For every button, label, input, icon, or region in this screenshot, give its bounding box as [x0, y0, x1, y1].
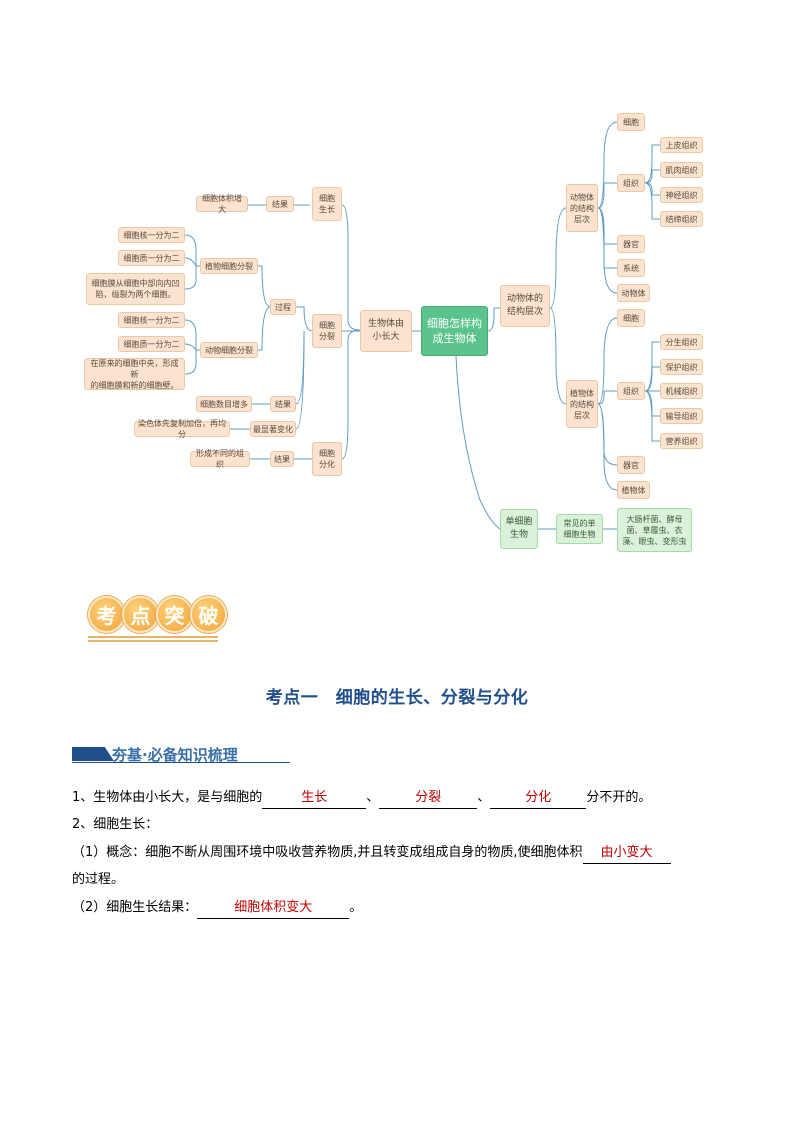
p1-prefix: 1、生物体由小长大，是与细胞的	[72, 790, 263, 805]
differentiation-node: 细胞 分化	[312, 442, 342, 476]
p1-suffix: 分不开的。	[586, 790, 652, 805]
plant-tissue-1: 保护组织	[660, 359, 703, 375]
growth-result: 细胞体积增大	[196, 194, 248, 214]
paragraph-5: （2）细胞生长结果：细胞体积变大。	[72, 898, 362, 919]
animal-levels-title: 动物体 的结构 层次	[566, 184, 598, 232]
plant-tissue-2: 机械组织	[660, 383, 703, 399]
mind-map-connectors	[184, 121, 660, 530]
animal-cell: 细胞	[617, 113, 645, 131]
sub-heading: 夯基·必备知识梳理	[72, 742, 292, 764]
sub-heading-underline	[72, 762, 290, 763]
sub-heading-bar	[72, 747, 114, 761]
animal-division: 动物细胞分裂	[200, 342, 258, 358]
animal-step3: 在原来的细胞中央，形成新 的细胞膜和新的细胞壁。	[84, 358, 185, 390]
division-node: 细胞 分裂	[312, 314, 342, 348]
badge-underline	[88, 636, 218, 638]
p3-answer-1: 由小变大	[582, 843, 671, 864]
growth-node: 细胞 生长	[312, 187, 342, 221]
plant-levels-title: 植物体 的结构 层次	[566, 380, 598, 428]
mind-map: 细胞怎样构 成生物体 生物体由 小长大 动物体的 结构层次 单细胞 生物 细胞 …	[0, 0, 794, 560]
p5-answer-1: 细胞体积变大	[197, 898, 350, 919]
process-label: 过程	[270, 299, 296, 315]
animal-body: 动物体	[617, 284, 650, 302]
badge-char-1: 点	[122, 596, 159, 633]
animal-step1: 细胞核一分为二	[118, 312, 185, 328]
diff-result: 形成不同的组织	[190, 449, 250, 469]
animal-tissue-1: 肌肉组织	[660, 162, 703, 178]
key-points-badge: 考 点 突 破	[86, 596, 227, 642]
animal-tissue: 组织	[617, 174, 645, 192]
p3-prefix: （1）概念：细胞不断从周围环境中吸收营养物质,并且转变成组成自身的物质,使细胞体…	[72, 845, 583, 860]
plant-step2: 细胞质一分为二	[118, 250, 185, 266]
badge-char-0: 考	[88, 596, 125, 633]
animal-tissue-2: 神经组织	[660, 187, 703, 203]
animal-tissue-0: 上皮组织	[660, 137, 703, 153]
animal-organ: 器官	[617, 235, 645, 253]
p1-answer-1: 生长	[262, 788, 367, 809]
plant-step3: 细胞膜从细胞中部向内凹 陷，缢裂为两个细胞。	[86, 273, 185, 305]
division-result-label: 结果	[270, 396, 296, 412]
paragraph-2: 2、细胞生长：	[72, 817, 159, 832]
p5-suffix: 。	[349, 900, 363, 915]
branch-unicell: 单细胞 生物	[500, 509, 538, 549]
plant-tissue-0: 分生组织	[660, 334, 703, 350]
most-obvious-change: 最显著变化	[250, 421, 296, 437]
paragraph-4: 的过程。	[72, 872, 125, 887]
plant-body: 植物体	[617, 481, 650, 499]
badge-char-3: 破	[190, 596, 227, 633]
animal-tissue-3: 结缔组织	[660, 211, 703, 227]
unicell-examples: 大肠杆菌、酵母 菌、草履虫、衣 藻、眼虫、变形虫	[617, 508, 692, 552]
animal-system: 系统	[617, 259, 645, 277]
chromosome-change: 染色体先复制加倍，再均分	[134, 419, 230, 439]
growth-result-label: 结果	[266, 196, 294, 212]
badge-underline-2	[88, 640, 218, 642]
unicell-common: 常见的单 细胞生物	[556, 514, 603, 544]
section-title: 考点一 细胞的生长、分裂与分化	[265, 688, 529, 708]
p5-prefix: （2）细胞生长结果：	[72, 900, 198, 915]
plant-cell: 细胞	[617, 309, 645, 327]
division-result: 细胞数目增多	[196, 396, 252, 412]
animal-step2: 细胞质一分为二	[118, 336, 185, 352]
root-node: 细胞怎样构 成生物体	[421, 306, 488, 356]
branch-growth: 生物体由 小长大	[360, 310, 412, 352]
paragraph-1: 1、生物体由小长大，是与细胞的生长、分裂、分化分不开的。	[72, 788, 651, 809]
plant-step1: 细胞核一分为二	[118, 227, 185, 243]
p1-answer-2: 分裂	[379, 788, 478, 809]
plant-tissue-3: 输导组织	[660, 408, 703, 424]
diff-result-label: 结果	[270, 451, 294, 467]
badge-char-2: 突	[156, 596, 193, 633]
plant-tissue-4: 营养组织	[660, 433, 703, 449]
p1-sep-2: 、	[477, 790, 491, 805]
plant-organ: 器官	[617, 456, 645, 474]
p1-sep-1: 、	[366, 790, 380, 805]
paragraph-3: （1）概念：细胞不断从周围环境中吸收营养物质,并且转变成组成自身的物质,使细胞体…	[72, 843, 671, 864]
sub-heading-text: 夯基·必备知识梳理	[112, 746, 238, 764]
plant-division: 植物细胞分裂	[200, 258, 258, 274]
branch-structure: 动物体的 结构层次	[500, 285, 550, 327]
plant-tissue: 组织	[617, 382, 645, 400]
p1-answer-3: 分化	[490, 788, 587, 809]
